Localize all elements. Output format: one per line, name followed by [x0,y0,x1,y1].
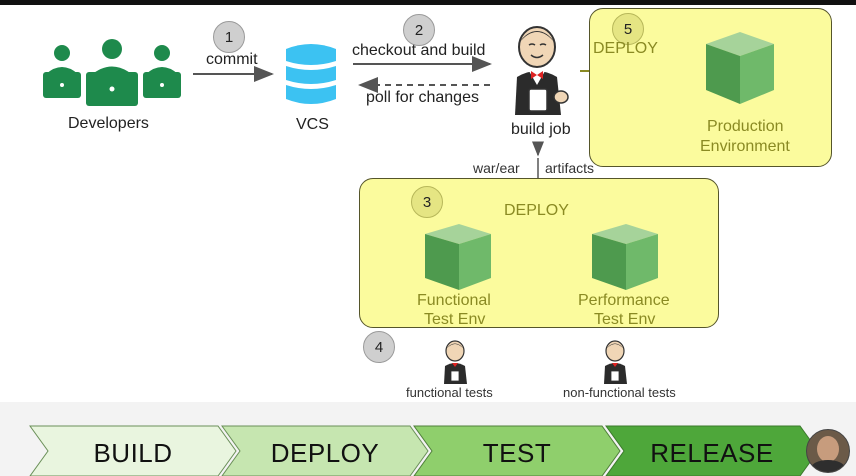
artifacts-label: artifacts [545,160,595,176]
step-1-number: 1 [224,28,234,46]
jenkins-nonfunctional-tests-icon [604,340,627,384]
poll-label: poll for changes [366,89,479,106]
deploy-production-label: DEPLOY [593,40,658,57]
vcs-label: VCS [296,116,329,133]
step-2-badge: 2 [403,14,435,46]
avatar-shoulders [811,460,845,472]
jenkins-butler-icon [515,26,569,115]
stage-deploy: DEPLOY [270,438,380,468]
production-label-line2: Environment [700,138,790,155]
deploy-test-label: DEPLOY [504,202,569,219]
functional-tests-label: functional tests [406,385,493,400]
war-ear-label: war/ear [473,160,520,176]
developers-label: Developers [68,115,149,132]
step-4-number: 4 [374,338,384,356]
functional-env-cube-icon [425,224,491,290]
environment-cube-icon [706,32,774,104]
stage-test: TEST [482,438,552,468]
performance-env-line1: Performance [578,292,670,309]
step-5-number: 5 [623,20,633,38]
stage-release: RELEASE [650,438,774,468]
build-job-label: build job [511,121,571,138]
step-5-badge: 5 [612,13,644,45]
jenkins-functional-tests-icon [444,340,467,384]
top-bar [0,0,856,5]
database-icon [286,44,336,104]
commit-label: commit [206,51,258,68]
step-2-number: 2 [414,21,424,39]
pipeline-chevrons [29,425,819,476]
nonfunctional-tests-label: non-functional tests [563,385,676,400]
functional-env-line2: Test Env [424,311,486,328]
performance-env-cube-icon [592,224,658,290]
step-3-number: 3 [422,193,432,211]
production-label-line1: Production [707,118,784,135]
step-1-badge: 1 [213,21,245,53]
step-3-badge: 3 [411,186,443,218]
avatar-face [817,436,839,462]
presenter-avatar [806,429,850,473]
pipeline-bar: BUILD DEPLOY TEST RELEASE [0,402,856,476]
developers-icon [43,39,181,106]
ci-cd-diagram: Developers 1 commit VCS 2 checkout and b… [0,5,856,402]
stage-build: BUILD [93,438,173,468]
functional-env-line1: Functional [417,292,491,309]
step-4-badge: 4 [363,331,395,363]
checkout-label: checkout and build [352,42,486,59]
performance-env-line2: Test Env [594,311,656,328]
